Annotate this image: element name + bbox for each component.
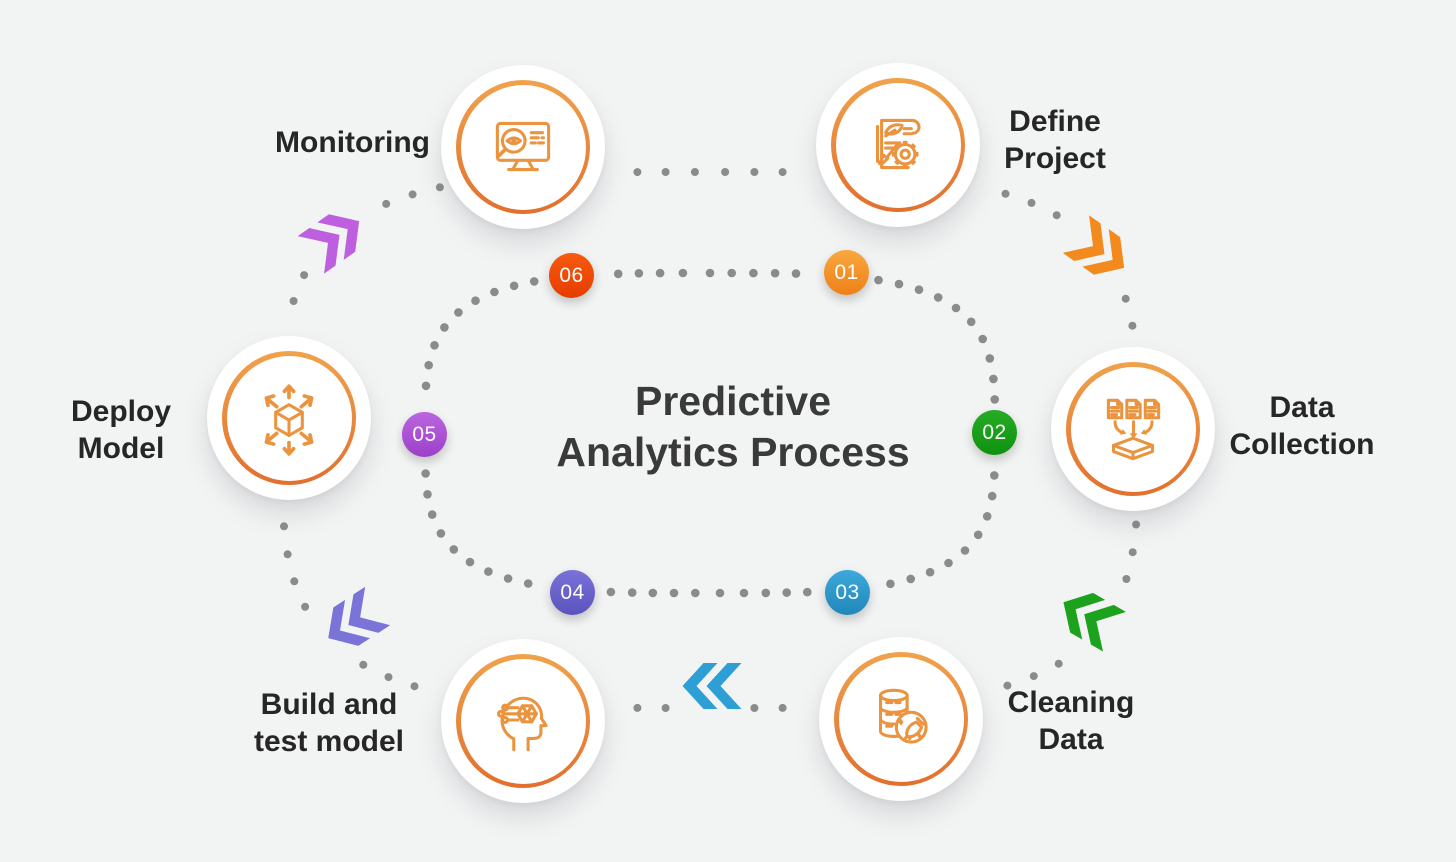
build-test-model-icon bbox=[496, 696, 548, 752]
node-cleaning-data bbox=[819, 637, 983, 801]
define-project-icon bbox=[875, 118, 921, 170]
chevron-up-left-icon bbox=[314, 586, 391, 658]
step-badge-05: 05 bbox=[402, 412, 447, 457]
data-collection-icon bbox=[1106, 398, 1161, 461]
node-ring bbox=[1066, 362, 1200, 496]
node-monitoring bbox=[441, 65, 605, 229]
chevron-left-icon bbox=[681, 663, 743, 709]
step-badge-04: 04 bbox=[550, 570, 595, 615]
step-label-monitoring: Monitoring bbox=[275, 126, 430, 159]
node-data-collection bbox=[1051, 347, 1215, 511]
step-badge-06: 06 bbox=[549, 253, 594, 298]
chevron-down-left-icon bbox=[1051, 582, 1128, 653]
deploy-model-icon bbox=[264, 384, 314, 456]
node-ring bbox=[834, 652, 968, 786]
node-ring bbox=[831, 78, 965, 212]
node-ring bbox=[222, 351, 356, 485]
step-badge-01: 01 bbox=[824, 250, 869, 295]
node-deploy-model bbox=[207, 336, 371, 500]
node-ring bbox=[456, 80, 590, 214]
chevron-down-right-icon bbox=[1061, 214, 1138, 287]
node-build-test-model bbox=[441, 639, 605, 803]
monitoring-icon bbox=[495, 121, 551, 172]
cleaning-data-icon bbox=[878, 688, 928, 744]
diagram-title: Predictive Analytics Process bbox=[556, 378, 910, 475]
chevron-up-right-icon bbox=[296, 201, 373, 274]
step-badge-03: 03 bbox=[825, 570, 870, 615]
step-badge-02: 02 bbox=[972, 410, 1017, 455]
node-ring bbox=[456, 654, 590, 788]
node-define-project bbox=[816, 63, 980, 227]
